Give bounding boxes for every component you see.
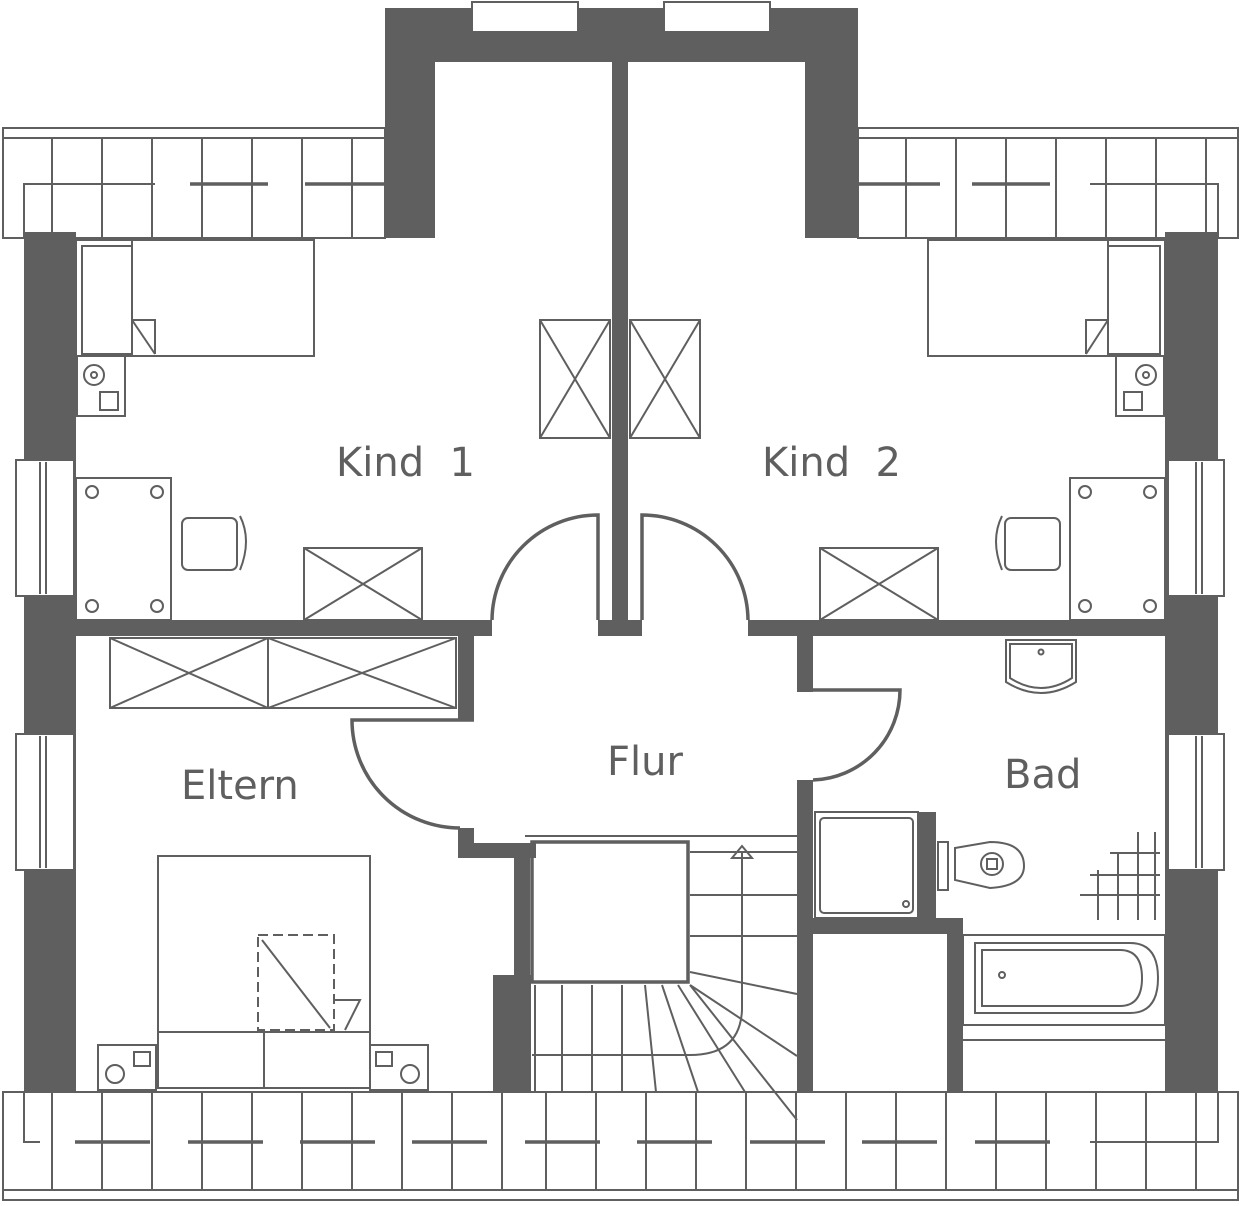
kind1-furniture [75,239,611,621]
staircase[interactable] [525,835,798,1121]
doors [350,513,902,830]
room-label-eltern: Eltern [181,763,299,809]
eltern-furniture [97,637,457,1091]
room-label-kind2: Kind 2 [762,440,901,486]
walls [24,8,1218,1092]
room-label-bad: Bad [1004,752,1081,798]
stair-direction-arrow-icon [729,844,755,859]
windows [15,1,1225,871]
roof-tiles-bottom [2,1091,1239,1201]
bad-fixtures [814,639,1166,1041]
roof-tiles-top-right [857,127,1239,239]
room-label-flur: Flur [607,739,683,785]
room-label-kind1: Kind 1 [336,440,475,486]
roof-tiles-top-left [2,127,386,239]
kind2-furniture [629,239,1166,621]
